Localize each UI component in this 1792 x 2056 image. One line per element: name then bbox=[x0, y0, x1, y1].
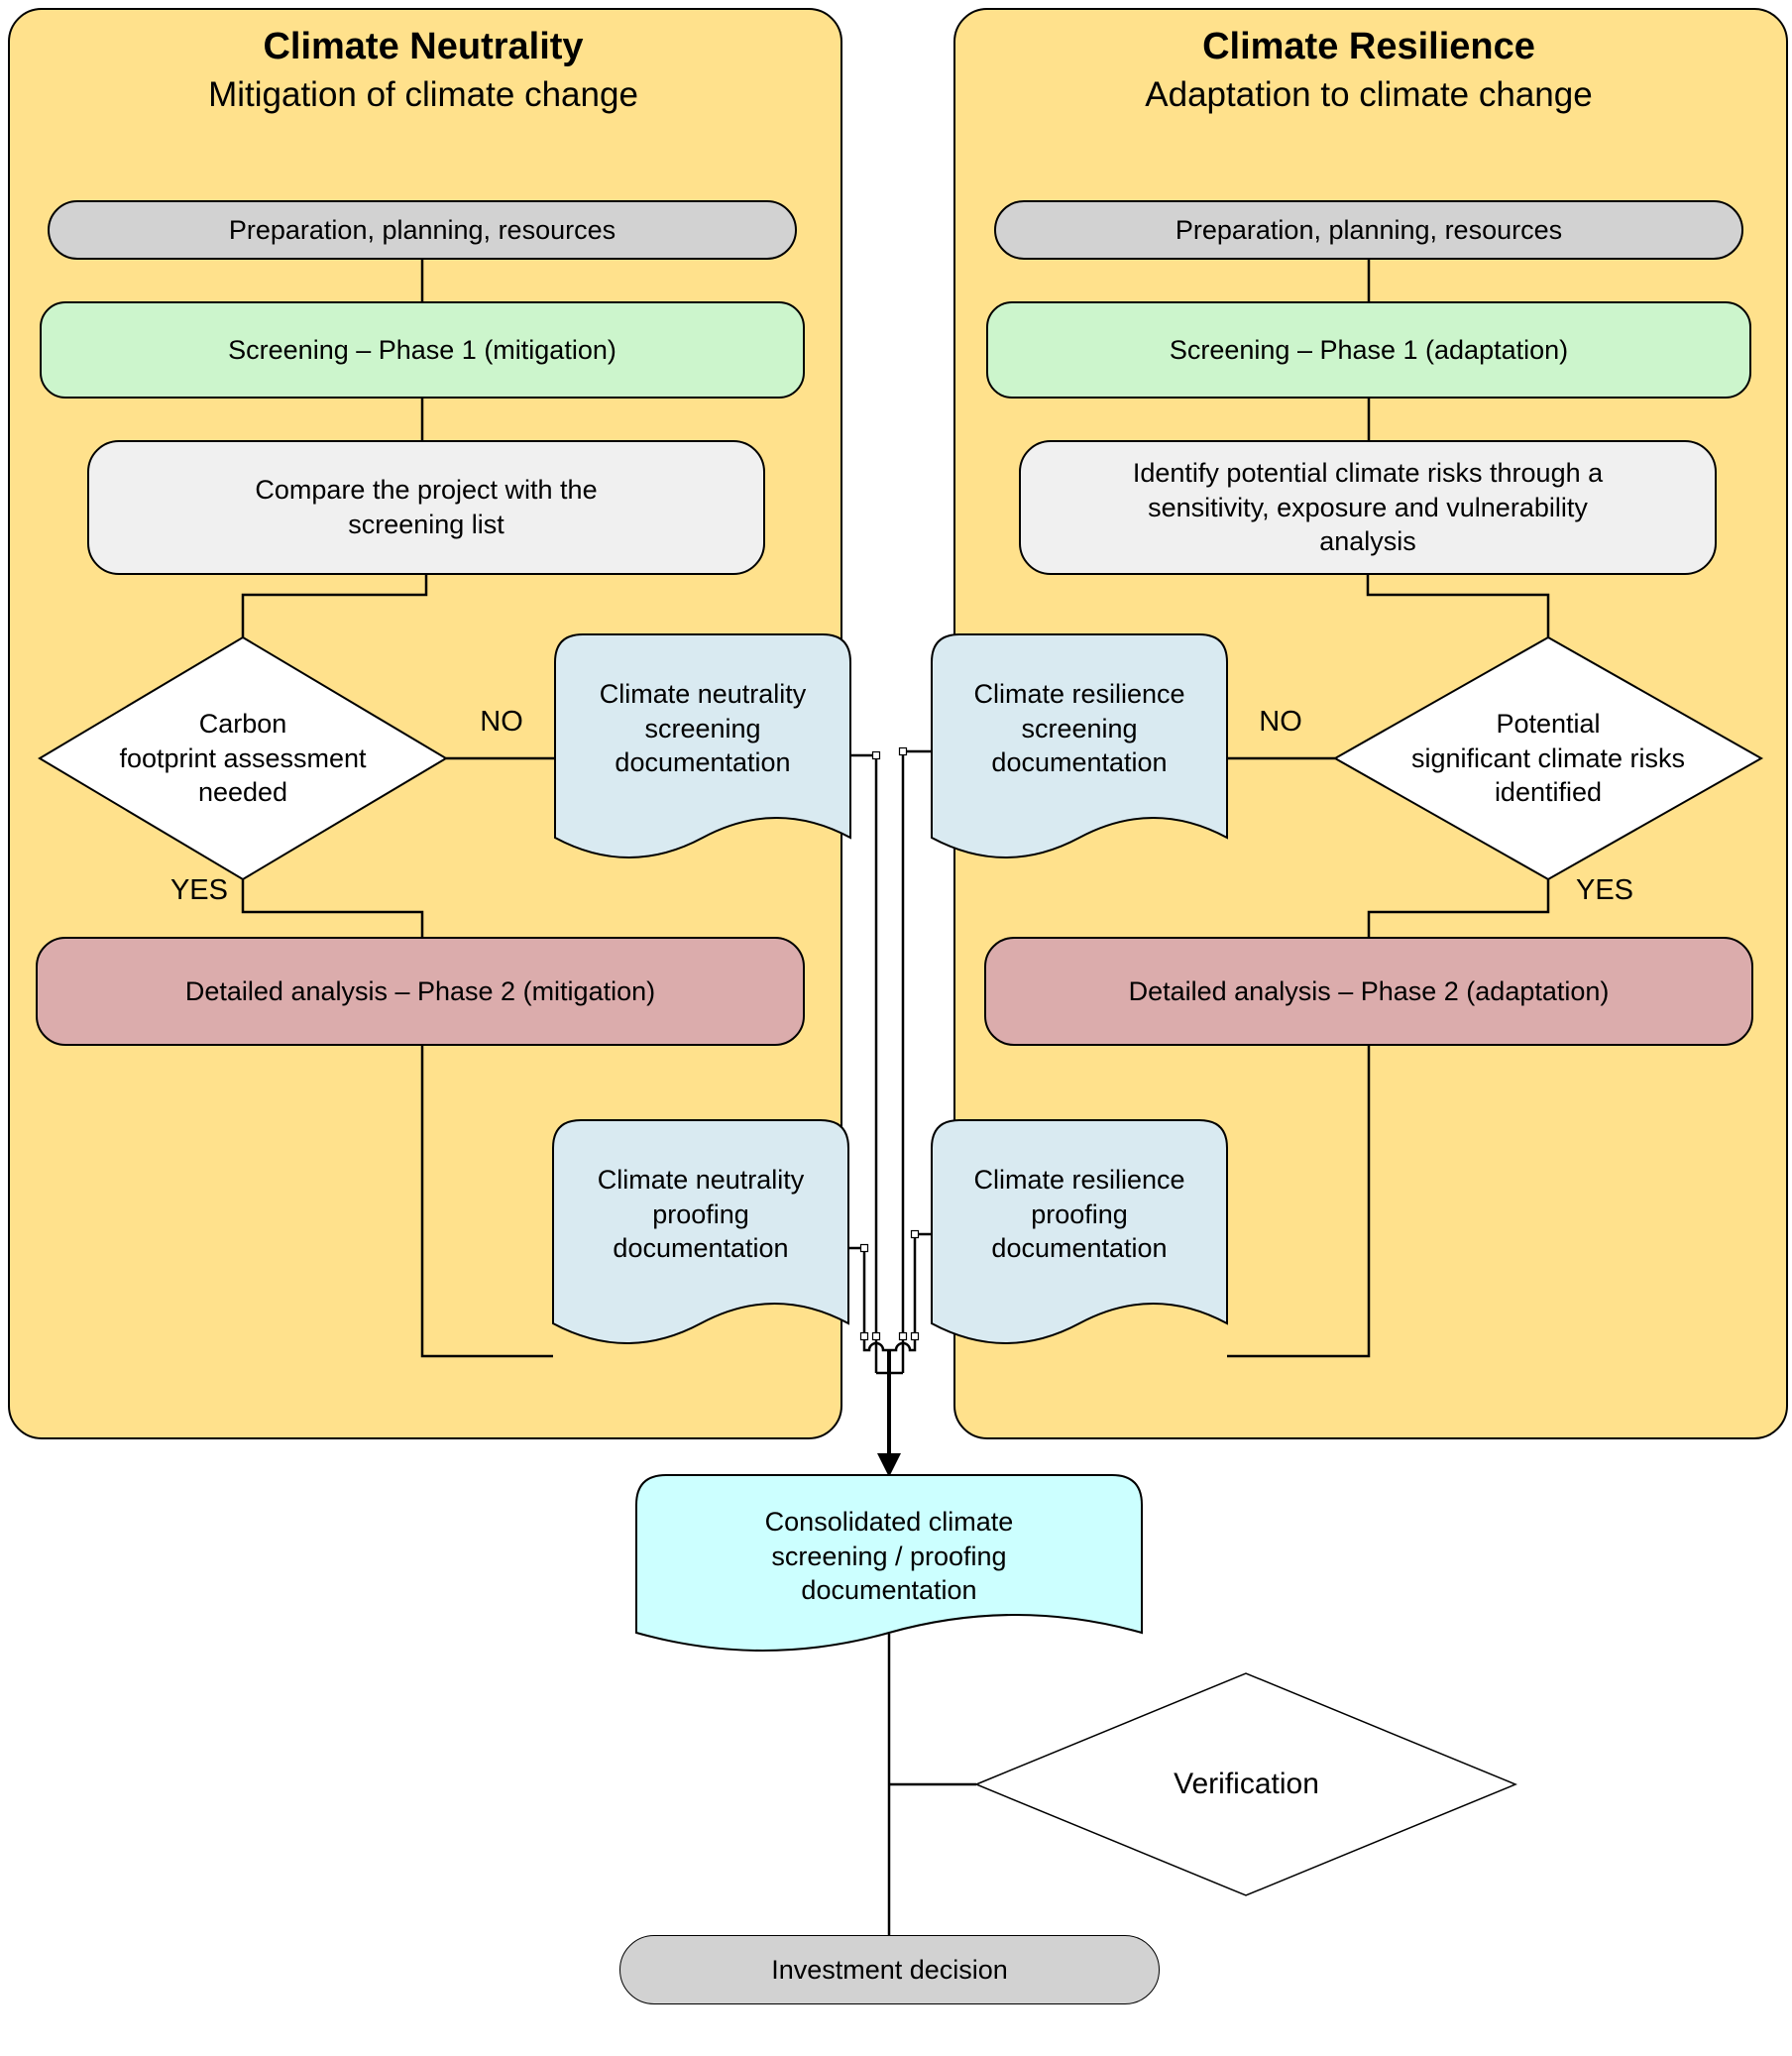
label-proofing-doc-right: Climate resilience proofing documentatio… bbox=[973, 1165, 1185, 1264]
connector-step-to-decision-right bbox=[1366, 575, 1550, 637]
box-compare-screening-list: Compare the project with the screening l… bbox=[87, 440, 765, 575]
document-consolidated bbox=[635, 1474, 1143, 1652]
box-detailed-analysis-right: Detailed analysis – Phase 2 (adaptation) bbox=[984, 937, 1753, 1046]
diamond-climate-risks bbox=[1332, 635, 1764, 881]
waypoint-handles bbox=[859, 746, 920, 1341]
document-proofing-right bbox=[931, 1119, 1228, 1344]
label-screening-doc-left: Climate neutrality screening documentati… bbox=[599, 679, 807, 778]
box-investment-decision: Investment decision bbox=[619, 1935, 1160, 2004]
document-screening-left bbox=[554, 633, 851, 858]
connector-yes-left bbox=[241, 879, 424, 937]
document-screening-right bbox=[931, 633, 1228, 858]
box-identify-climate-risks: Identify potential climate risks through… bbox=[1019, 440, 1717, 575]
connector-yes-right bbox=[1367, 879, 1550, 937]
subtitle-mitigation: Mitigation of climate change bbox=[208, 75, 638, 114]
title-climate-resilience: Climate Resilience bbox=[1202, 26, 1535, 67]
title-climate-neutrality: Climate Neutrality bbox=[263, 26, 584, 67]
label-verification: Verification bbox=[1174, 1767, 1319, 1800]
connector-detailed-to-proofing-left bbox=[420, 1046, 553, 1358]
connector-proofing-doc-left-merge bbox=[848, 1246, 889, 1352]
label-consolidated-doc: Consolidated climate screening / proofin… bbox=[764, 1507, 1014, 1606]
subtitle-adaptation: Adaptation to climate change bbox=[1145, 75, 1593, 114]
box-preparation-left: Preparation, planning, resources bbox=[48, 200, 797, 260]
box-screening-phase1-right: Screening – Phase 1 (adaptation) bbox=[986, 301, 1751, 399]
label-carbon-footprint-decision: Carbon footprint assessment needed bbox=[119, 709, 367, 808]
connector-proofing-doc-right-merge bbox=[889, 1232, 932, 1352]
connector-screening-doc-right-down bbox=[901, 749, 932, 1373]
label-proofing-doc-left: Climate neutrality proofing documentatio… bbox=[597, 1165, 805, 1264]
arrowhead-to-consolidated bbox=[877, 1453, 901, 1477]
label-screening-doc-right: Climate resilience screening documentati… bbox=[973, 679, 1185, 778]
connector-detailed-to-proofing-right bbox=[1227, 1046, 1371, 1358]
document-proofing-left bbox=[552, 1119, 849, 1344]
connector-step-to-decision-left bbox=[241, 575, 428, 637]
label-no-left: NO bbox=[480, 706, 523, 738]
box-preparation-right: Preparation, planning, resources bbox=[994, 200, 1743, 260]
box-screening-phase1-left: Screening – Phase 1 (mitigation) bbox=[40, 301, 805, 399]
label-yes-left: YES bbox=[169, 874, 228, 906]
label-yes-right: YES bbox=[1576, 874, 1634, 906]
box-detailed-analysis-left: Detailed analysis – Phase 2 (mitigation) bbox=[36, 937, 805, 1046]
label-no-right: NO bbox=[1259, 706, 1302, 738]
label-climate-risks-decision: Potential significant climate risks iden… bbox=[1410, 709, 1686, 808]
diamond-carbon-footprint bbox=[38, 635, 448, 881]
diamond-verification bbox=[974, 1672, 1517, 1896]
